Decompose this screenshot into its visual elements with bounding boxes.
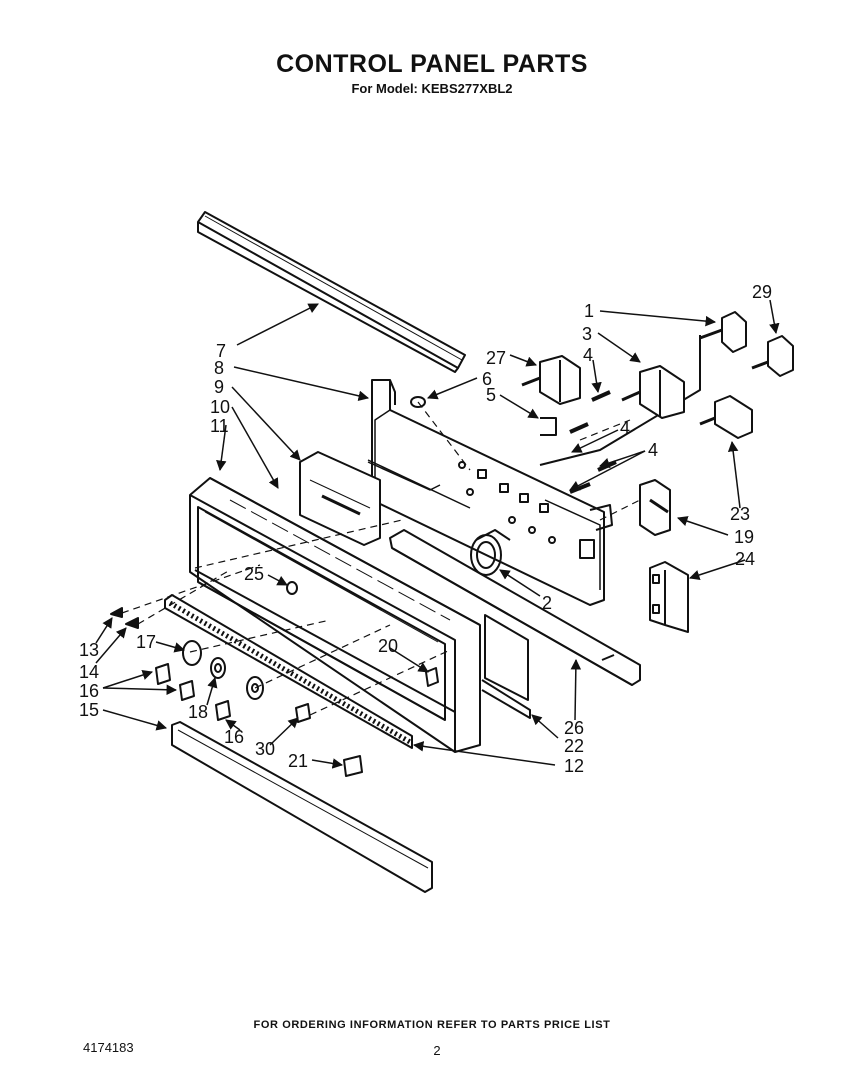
callout-4a: 4 (583, 345, 593, 365)
leader-lines (95, 299, 780, 769)
document-number: 4174183 (83, 1040, 134, 1055)
clip-20 (425, 667, 439, 687)
relay-part-19 (639, 479, 671, 536)
callout-2: 2 (542, 593, 552, 613)
screw-14 (125, 617, 139, 629)
callout-9: 9 (214, 377, 224, 397)
switch-part-29 (751, 335, 794, 377)
callout-17: 17 (136, 632, 156, 652)
callout-4b: 4 (620, 418, 630, 438)
control-panel-body (189, 477, 481, 753)
ordering-info-footer: FOR ORDERING INFORMATION REFER TO PARTS … (253, 1019, 611, 1031)
callout-14: 14 (79, 662, 99, 682)
grommet-25 (286, 581, 298, 595)
top-trim-strip (197, 211, 466, 373)
callout-labels: 1 29 3 27 4 6 5 7 8 9 10 11 4 4 23 19 24… (79, 282, 772, 776)
dial (470, 529, 511, 576)
glass-panel (481, 614, 531, 719)
callout-1: 1 (584, 301, 594, 321)
page-number: 2 (433, 1043, 441, 1058)
callout-21: 21 (288, 751, 308, 771)
callout-30: 30 (255, 739, 275, 759)
callout-18: 18 (188, 702, 208, 722)
control-bracket (367, 379, 613, 606)
bracket-part-24 (649, 561, 689, 633)
page-title: CONTROL PANEL PARTS (276, 50, 588, 78)
callout-12: 12 (564, 756, 584, 776)
callout-6: 6 (482, 369, 492, 389)
switch-part-1 (539, 311, 747, 466)
clip-21 (343, 755, 363, 777)
skirt-18 (210, 657, 264, 700)
callout-20: 20 (378, 636, 398, 656)
callout-15: 15 (79, 700, 99, 720)
callout-16b: 16 (224, 727, 244, 747)
assembly-lines (121, 401, 641, 716)
switch-part-3 (621, 365, 685, 419)
callout-8: 8 (214, 358, 224, 378)
terminals (540, 390, 617, 494)
callout-5: 5 (486, 385, 496, 405)
callout-25: 25 (244, 564, 264, 584)
bottom-trim-strip (171, 721, 433, 893)
skirt-17 (182, 640, 202, 666)
callout-16a: 16 (79, 681, 99, 701)
callout-27: 27 (486, 348, 506, 368)
display-window (299, 451, 441, 546)
callout-7: 7 (216, 341, 226, 361)
callout-24: 24 (735, 549, 755, 569)
callout-22: 22 (564, 736, 584, 756)
callout-26: 26 (564, 718, 584, 738)
mounting-rail (389, 529, 641, 686)
callout-3: 3 (582, 324, 592, 344)
switch-part-23 (699, 395, 753, 439)
screw-13 (110, 607, 123, 618)
callout-23: 23 (730, 504, 750, 524)
model-subtitle: For Model: KEBS277XBL2 (351, 81, 513, 96)
callout-11: 11 (210, 416, 229, 436)
callout-13: 13 (79, 640, 99, 660)
callout-10: 10 (210, 397, 230, 417)
knob-16 (155, 663, 231, 721)
callout-4c: 4 (648, 440, 658, 460)
knob-30 (295, 703, 311, 723)
callout-29: 29 (752, 282, 772, 302)
switch-part-27 (521, 355, 581, 405)
callout-19: 19 (734, 527, 754, 547)
